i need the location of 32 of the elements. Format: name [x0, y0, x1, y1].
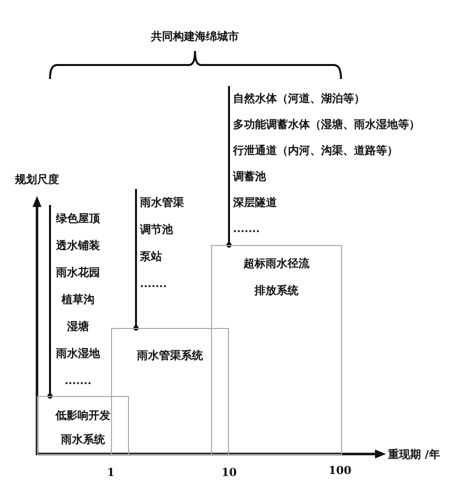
list-item: ....... — [140, 276, 167, 292]
diagram-title: 共同构建海绵城市 — [151, 30, 239, 43]
tick-label: 10 — [222, 465, 237, 481]
tick-label: 100 — [328, 463, 352, 479]
list-item: 雨水湿地 — [55, 346, 100, 362]
connector-line — [226, 86, 232, 248]
list-item: 雨水花园 — [55, 265, 100, 281]
list-item: 雨水管渠 — [140, 195, 184, 211]
system-box — [111, 328, 229, 455]
list-item: 绿色屋顶 — [54, 211, 100, 227]
list-item: 调节池 — [140, 222, 173, 238]
list-item: 透水铺装 — [55, 238, 100, 254]
system-name: 低影响开发雨水系统 — [54, 408, 112, 448]
connector-line — [47, 205, 53, 399]
tick-label: 1 — [107, 465, 115, 481]
list-item: 泵站 — [140, 249, 162, 265]
axis-title: 重现期 /年 — [388, 447, 440, 463]
list-item: 深层隧道 — [233, 195, 277, 211]
list-item: ....... — [233, 221, 260, 237]
list-item: 植草沟 — [60, 292, 94, 308]
list-item: 行泄通道（内河、沟渠、道路等） — [233, 143, 398, 159]
list-item: 多功能调蓄水体（湿塘、雨水湿地等） — [233, 117, 420, 133]
system-box — [37, 396, 129, 455]
list-item: ....... — [64, 373, 92, 389]
list-item: 调蓄池 — [233, 169, 266, 185]
system-name: 超标雨水径流排放系统 — [242, 256, 310, 299]
system-box — [211, 245, 342, 455]
connector-line — [133, 189, 139, 331]
list-item: 自然水体（河道、湖泊等） — [233, 91, 365, 107]
axis-title: 规划尺度 — [15, 172, 59, 188]
list-item: 湿塘 — [66, 319, 89, 335]
system-name: 雨水管渠系统 — [136, 348, 204, 364]
